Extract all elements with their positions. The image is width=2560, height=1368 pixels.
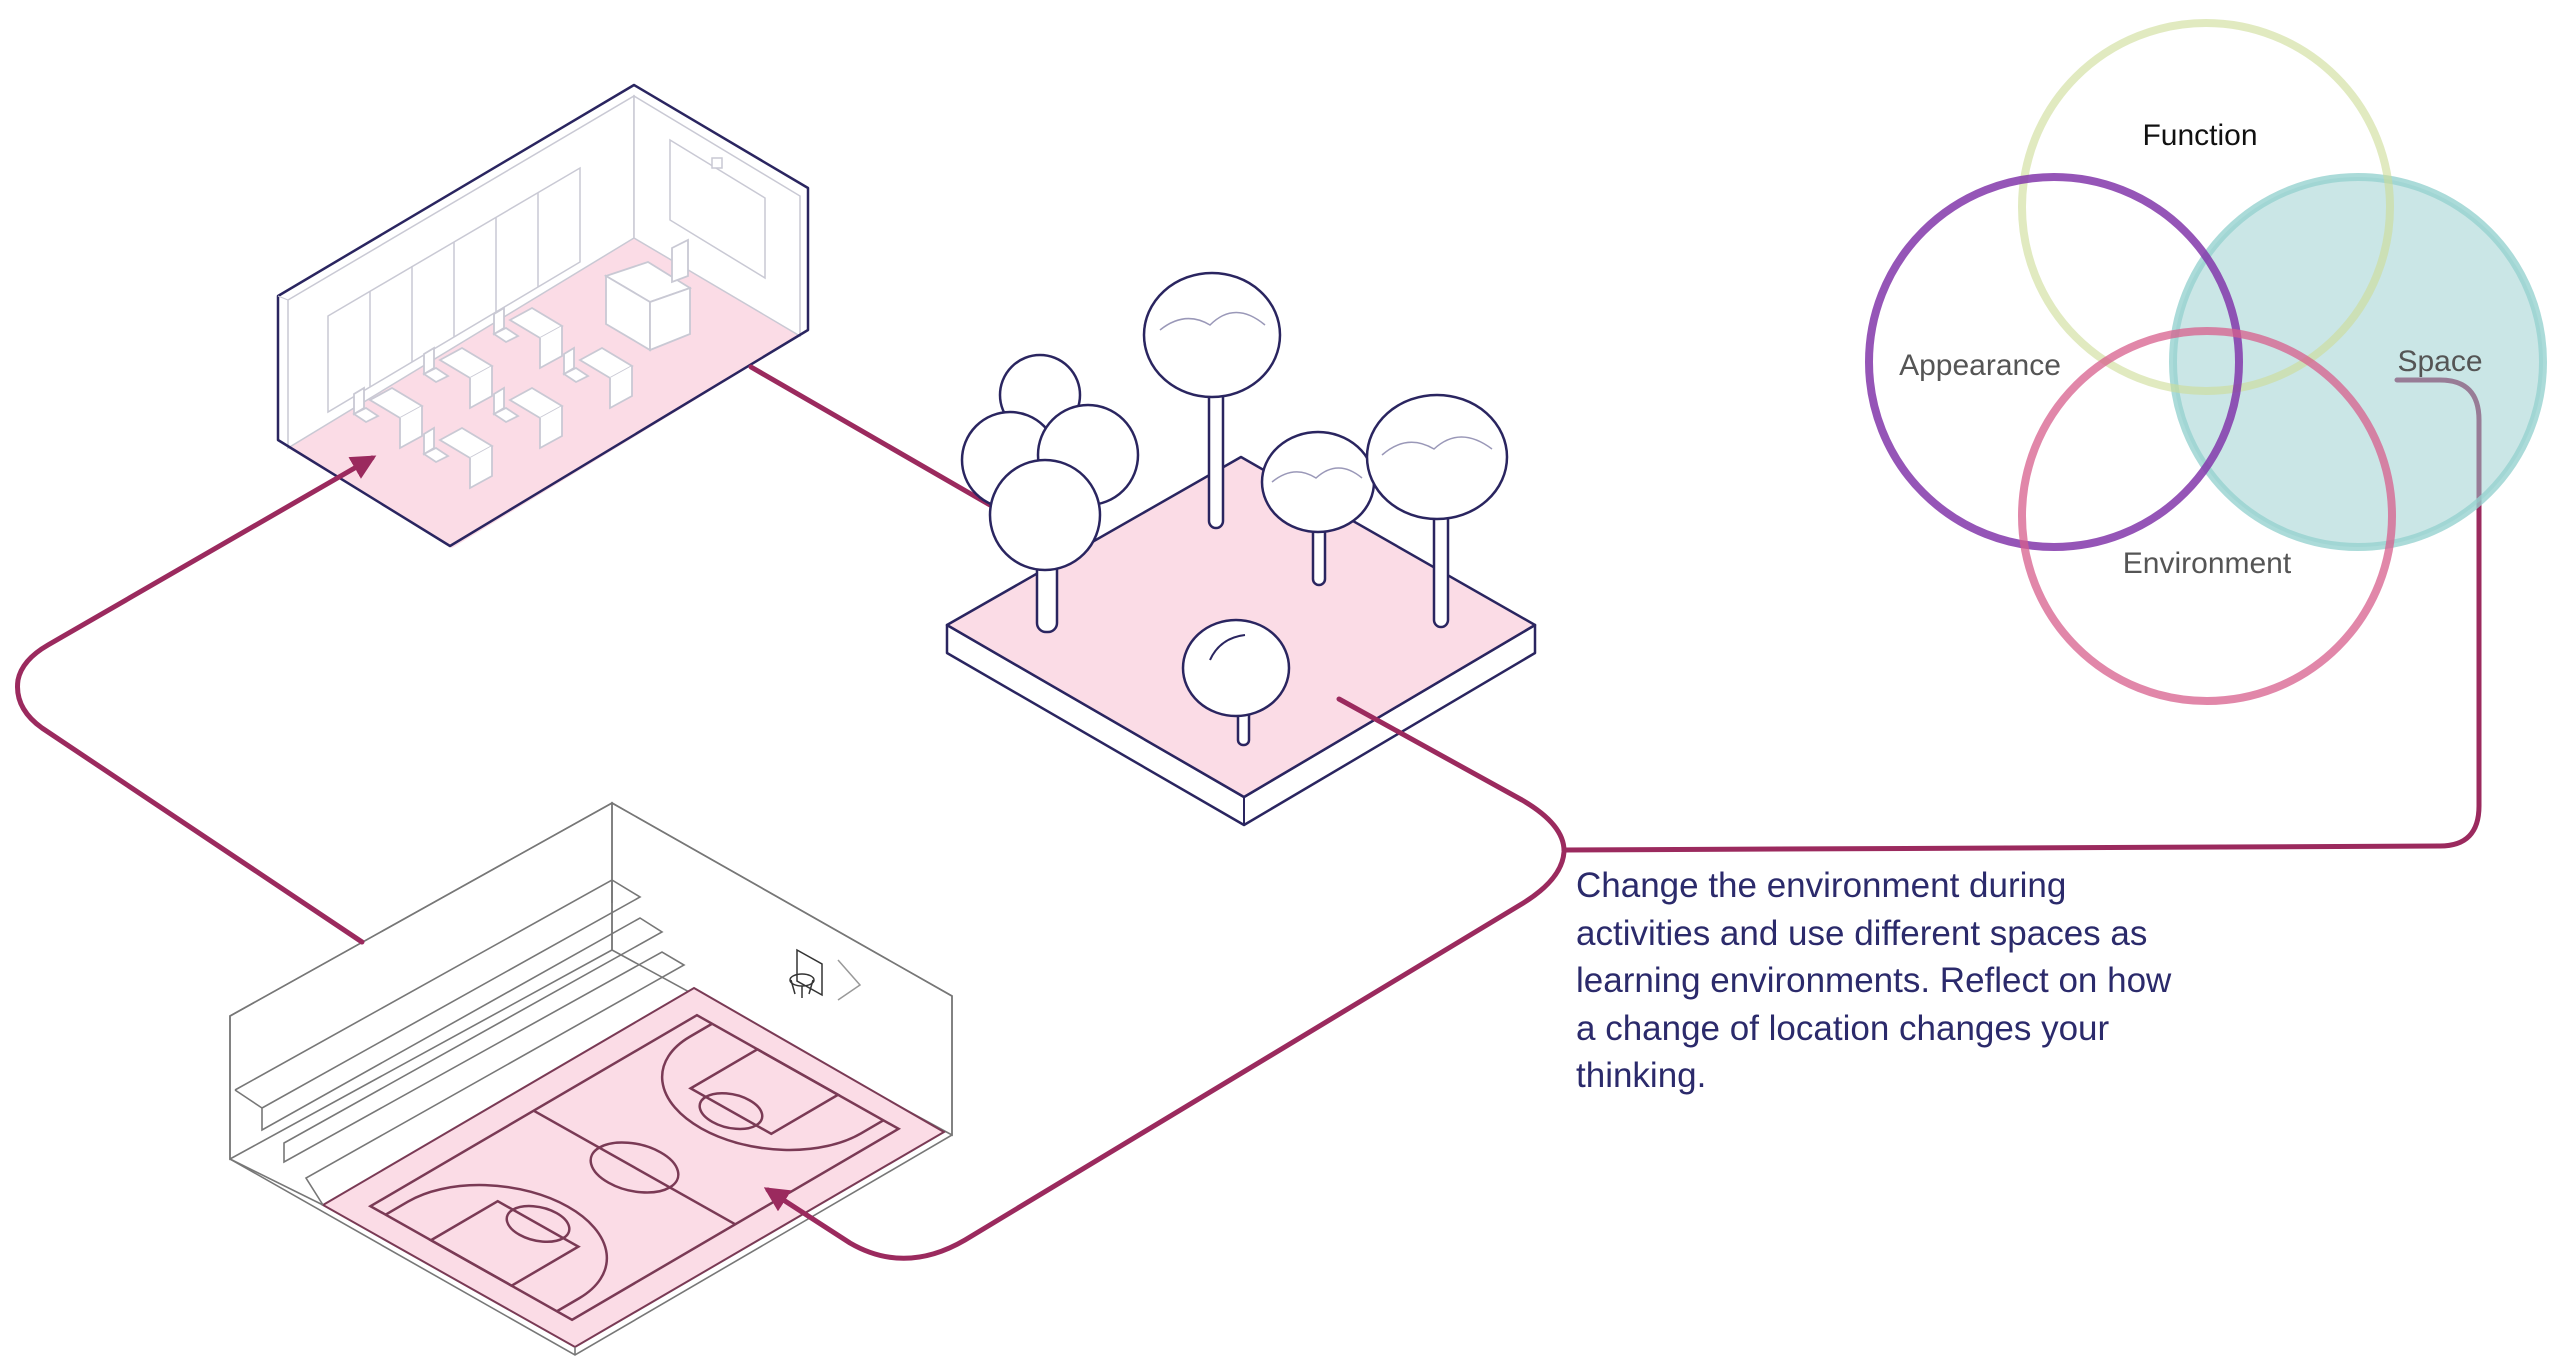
venn-circle-environment [2018, 327, 2396, 705]
description-line: Change the environment during [1576, 866, 2067, 905]
whiteboard [669, 138, 766, 280]
description-line: a change of location changes your [1576, 1008, 2110, 1048]
park-trees [960, 271, 1509, 747]
court-lines [370, 1015, 898, 1320]
tree-tall-icon [1142, 271, 1282, 530]
gym-illustration [229, 801, 953, 1356]
student-desks [352, 306, 634, 490]
student-desk-icon [422, 426, 494, 490]
classroom-illustration [276, 83, 810, 548]
classroom-windows [327, 166, 581, 414]
connector-gym-to-classroom [15, 455, 377, 945]
student-desk-icon [562, 346, 634, 410]
bleachers [234, 879, 686, 1206]
student-desk-icon [422, 346, 494, 410]
venn-diagram: Function Appearance Space Environment [1865, 19, 2547, 705]
venn-circle-function [2018, 19, 2394, 395]
description-line: learning environments. Reflect on how [1576, 961, 2172, 1000]
connector-park-to-gym [763, 696, 1567, 1261]
student-desk-icon [352, 386, 424, 450]
tree-right-icon [1365, 393, 1509, 629]
tree-cluster-icon [960, 353, 1140, 634]
connector-classroom-to-park [748, 364, 993, 508]
venn-label-function: Function [2142, 119, 2257, 152]
venn-circle-appearance [1865, 173, 2243, 551]
venn-label-environment: Environment [2123, 547, 2292, 580]
basketball-hoop-icon [789, 948, 862, 1001]
venn-label-space: Space [2397, 345, 2482, 378]
description-line: activities and use different spaces as [1576, 913, 2148, 953]
teacher-desk [603, 238, 693, 352]
description-line: thinking. [1576, 1056, 1707, 1095]
student-desk-icon [492, 386, 564, 450]
student-desk-icon [492, 306, 564, 370]
venn-circle-space [2169, 173, 2547, 551]
description-text: Change the environment during activities… [1576, 862, 2171, 1100]
venn-label-appearance: Appearance [1899, 349, 2061, 382]
bush-icon [1181, 618, 1291, 747]
